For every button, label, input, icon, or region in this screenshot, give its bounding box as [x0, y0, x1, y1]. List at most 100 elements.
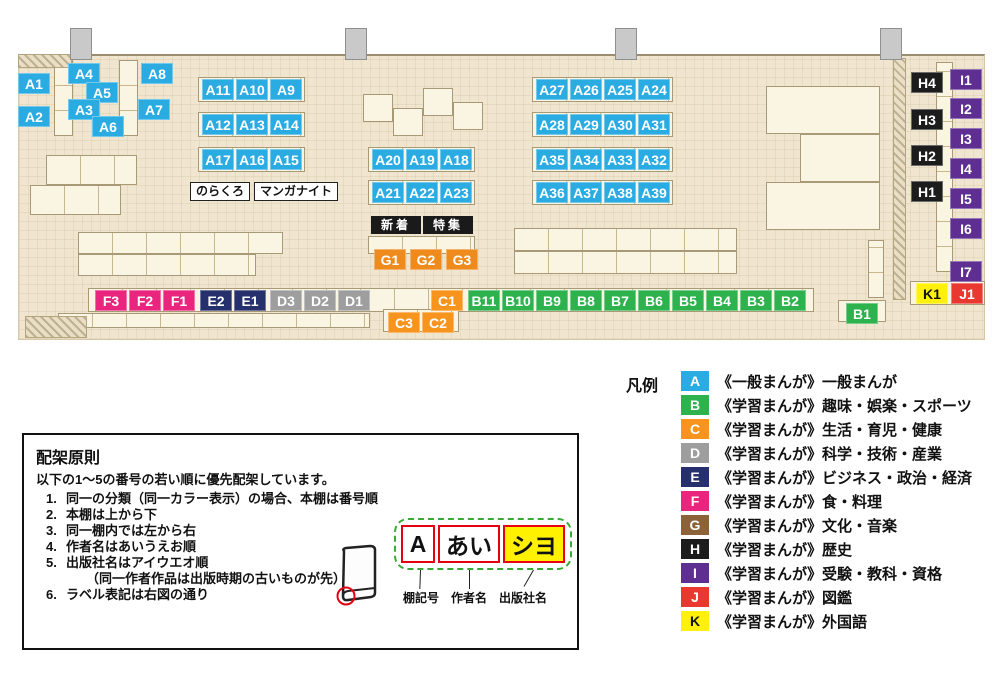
map-tag: 新着: [371, 216, 421, 234]
principle-item-4: 4.作者名はあいうえお順: [46, 539, 378, 555]
shelf-unit: [453, 102, 483, 130]
legend-label: 《学習まんが》文化・音楽: [717, 517, 898, 535]
shelf-label-A37: A37: [570, 182, 602, 203]
principle-number: 5.: [46, 555, 57, 570]
shelf-label-A1: A1: [18, 73, 50, 94]
shelf-label-B5: B5: [672, 290, 704, 311]
shelf-label-I3: I3: [950, 128, 982, 149]
shelf-unit: [78, 254, 256, 276]
book-icon: [334, 544, 380, 611]
map-tag: マンガナイト: [254, 182, 339, 201]
legend-label: 《一般まんが》一般まんが: [717, 373, 898, 391]
legend-row-C: C《学習まんが》生活・育児・健康: [681, 419, 972, 439]
shelf-label-A21: A21: [372, 182, 404, 203]
legend-title: 凡例: [626, 378, 659, 395]
shelf-label-B7: B7: [604, 290, 636, 311]
shelf-label-A5: A5: [86, 82, 118, 103]
shelf-label-H3: H3: [911, 109, 943, 130]
legend-row-G: G 《学習まんが》文化・音楽: [681, 515, 972, 535]
principles-list: 1. 同一の分類（同一カラー表示）の場合、本棚は番号順 2. 本棚は上から下 3. 同一棚…: [46, 491, 378, 603]
shelf-label-D3: D3: [270, 290, 302, 311]
shelf-label-D1: D1: [338, 290, 370, 311]
legend-label: 《学習まんが》図鑑: [717, 589, 853, 607]
shelf-label-E2: E2: [200, 290, 232, 311]
shelf-label-B3: B3: [740, 290, 772, 311]
shelf-label-A38: A38: [604, 182, 636, 203]
legend-swatch-G: G: [681, 515, 709, 535]
shelf-label-A24: A24: [638, 79, 670, 100]
shelf-label-A23: A23: [440, 182, 472, 203]
legend-label: 《学習まんが》受験・教科・資格: [717, 565, 943, 583]
shelf-label-A15: A15: [270, 149, 302, 170]
legend-label: 《学習まんが》歴史: [717, 541, 853, 559]
label-cell-2: シヨ: [503, 525, 565, 563]
shelf-label-A25: A25: [604, 79, 636, 100]
shelf-label-H2: H2: [911, 145, 943, 166]
legend-swatch-K: K: [681, 611, 709, 631]
shelf-label-B2: B2: [774, 290, 806, 311]
shelf-label-A17: A17: [202, 149, 234, 170]
shelf-label-F2: F2: [129, 290, 161, 311]
shelf-label-A28: A28: [536, 114, 568, 135]
pillar: [880, 28, 902, 60]
shelf-label-A3: A3: [68, 99, 100, 120]
principle-item-6: （同一作者作品は出版時期の古いものが先）: [46, 571, 378, 587]
shelf-label-B1: B1: [846, 303, 878, 324]
shelf-label-A2: A2: [18, 106, 50, 127]
shelf-label-A7: A7: [138, 99, 170, 120]
legend-row-E: E 《学習まんが》ビジネス・政治・経済: [681, 467, 972, 487]
shelf-label-B10: B10: [502, 290, 534, 311]
shelf-unit: [58, 313, 370, 328]
shelf-label-A16: A16: [236, 149, 268, 170]
shelf-label-B6: B6: [638, 290, 670, 311]
shelf-label-B11: B11: [468, 290, 500, 311]
shelf-unit: [514, 251, 737, 274]
principle-number: 2.: [46, 507, 57, 522]
shelf-label-E1: E1: [234, 290, 266, 311]
pillar: [70, 28, 92, 60]
legend-row-J: J《学習まんが》図鑑: [681, 587, 972, 607]
shelf-label-I7: I7: [950, 261, 982, 282]
shelf-label-D2: D2: [304, 290, 336, 311]
shelf-unit: [800, 134, 880, 182]
shelf-label-A22: A22: [406, 182, 438, 203]
principle-number: 6.: [46, 587, 57, 602]
hatched-area: [893, 58, 906, 300]
principle-text: 本棚は上から下: [66, 507, 158, 522]
legend-swatch-D: D: [681, 443, 709, 463]
hatched-area: [25, 316, 87, 338]
label-cell-0: A: [401, 525, 435, 563]
legend-row-I: I 《学習まんが》受験・教科・資格: [681, 563, 972, 583]
shelf-label-C1: C1: [431, 290, 463, 311]
principle-text: （同一作者作品は出版時期の古いものが先）: [86, 571, 347, 586]
shelf-label-A10: A10: [236, 79, 268, 100]
legend-label: 《学習まんが》ビジネス・政治・経済: [717, 469, 973, 487]
label-annotation-2: 出版社名: [499, 591, 548, 605]
shelf-label-A19: A19: [406, 149, 438, 170]
map-tag: 特集: [423, 216, 473, 234]
label-annotation-1: 作者名: [451, 591, 488, 605]
legend-swatch-I: I: [681, 563, 709, 583]
label-annotation-0: 棚記号: [403, 591, 440, 605]
principle-item-3: 3. 同一棚内では左から右: [46, 523, 378, 539]
shelf-label-A26: A26: [570, 79, 602, 100]
principle-number: 1.: [46, 491, 57, 506]
annotation-line: [469, 570, 470, 589]
legend-label: 《学習まんが》外国語: [717, 613, 868, 631]
principle-item-1: 1. 同一の分類（同一カラー表示）の場合、本棚は番号順: [46, 491, 378, 507]
shelf-label-J1: J1: [951, 283, 983, 304]
principle-number: 3.: [46, 523, 57, 538]
principles-title: 配架原則: [36, 450, 101, 467]
principle-text: 同一棚内では左から右: [66, 523, 197, 538]
legend-swatch-E: E: [681, 467, 709, 487]
principle-text: 同一の分類（同一カラー表示）の場合、本棚は番号順: [66, 491, 379, 506]
legend-swatch-F: F: [681, 491, 709, 511]
principle-item-2: 2. 本棚は上から下: [46, 507, 378, 523]
principle-text: ラベル表記は右図の通り: [66, 587, 210, 602]
principle-item-7: 6. ラベル表記は右図の通り: [46, 587, 378, 603]
legend-row-K: K 《学習まんが》外国語: [681, 611, 972, 631]
shelf-label-I5: I5: [950, 188, 982, 209]
